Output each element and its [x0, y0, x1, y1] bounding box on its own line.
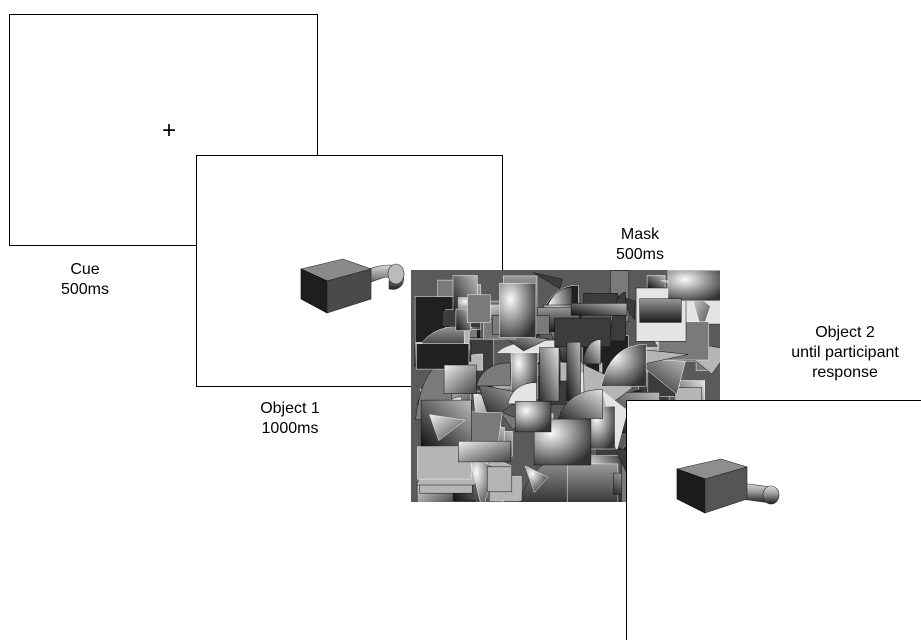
- mask-fragment: [646, 275, 666, 289]
- scrambled-mask-image: [411, 270, 720, 502]
- mask-fragment: [458, 440, 511, 463]
- mask-fragment: [467, 294, 491, 323]
- mask-fragment: [486, 466, 513, 493]
- bent-cylinder-object-icon: [300, 258, 405, 314]
- mask-label-title: Mask: [620, 226, 660, 243]
- cue-label-duration: 500ms: [60, 281, 110, 298]
- fixation-cross: +: [162, 117, 177, 144]
- mask-fragment: [515, 401, 552, 433]
- mask-fragment: [566, 463, 619, 502]
- object2-label: Object 2 until participant response: [770, 323, 920, 383]
- mask-fragment: [499, 282, 537, 338]
- cue-label: Cue 500ms: [40, 260, 130, 300]
- object1-label: Object 1 1000ms: [225, 399, 355, 439]
- mask-fragment: [539, 347, 560, 402]
- object2-label-duration-line1: until participant: [791, 344, 899, 361]
- mask-fragment: [582, 339, 602, 365]
- object2-label-title: Object 2: [815, 324, 875, 341]
- mask-label: Mask 500ms: [585, 225, 695, 265]
- mask-fragment: [532, 272, 563, 289]
- mask-fragment: [667, 270, 720, 302]
- object2-label-duration-line2: response: [812, 364, 878, 381]
- mask-label-duration: 500ms: [615, 246, 665, 263]
- mask-fragment: [554, 317, 611, 348]
- mask-fragment: [570, 303, 628, 316]
- cue-label-title: Cue: [70, 261, 100, 278]
- mask-fragment: [429, 414, 466, 442]
- straight-cylinder-object-icon: [675, 458, 780, 514]
- mask-fragment: [558, 389, 603, 419]
- cue-frame: +: [9, 14, 318, 246]
- object2-frame: [626, 400, 921, 640]
- mask-fragment: [639, 298, 682, 323]
- object1-label-title: Object 1: [260, 400, 320, 417]
- mask-fragment: [475, 362, 511, 387]
- mask-fragment: [507, 382, 537, 405]
- mask-fragment: [600, 344, 647, 387]
- mask-fragment: [443, 364, 477, 394]
- object1-label-duration: 1000ms: [261, 420, 319, 437]
- mask-fragment: [524, 465, 549, 493]
- mask-fragment: [566, 341, 581, 402]
